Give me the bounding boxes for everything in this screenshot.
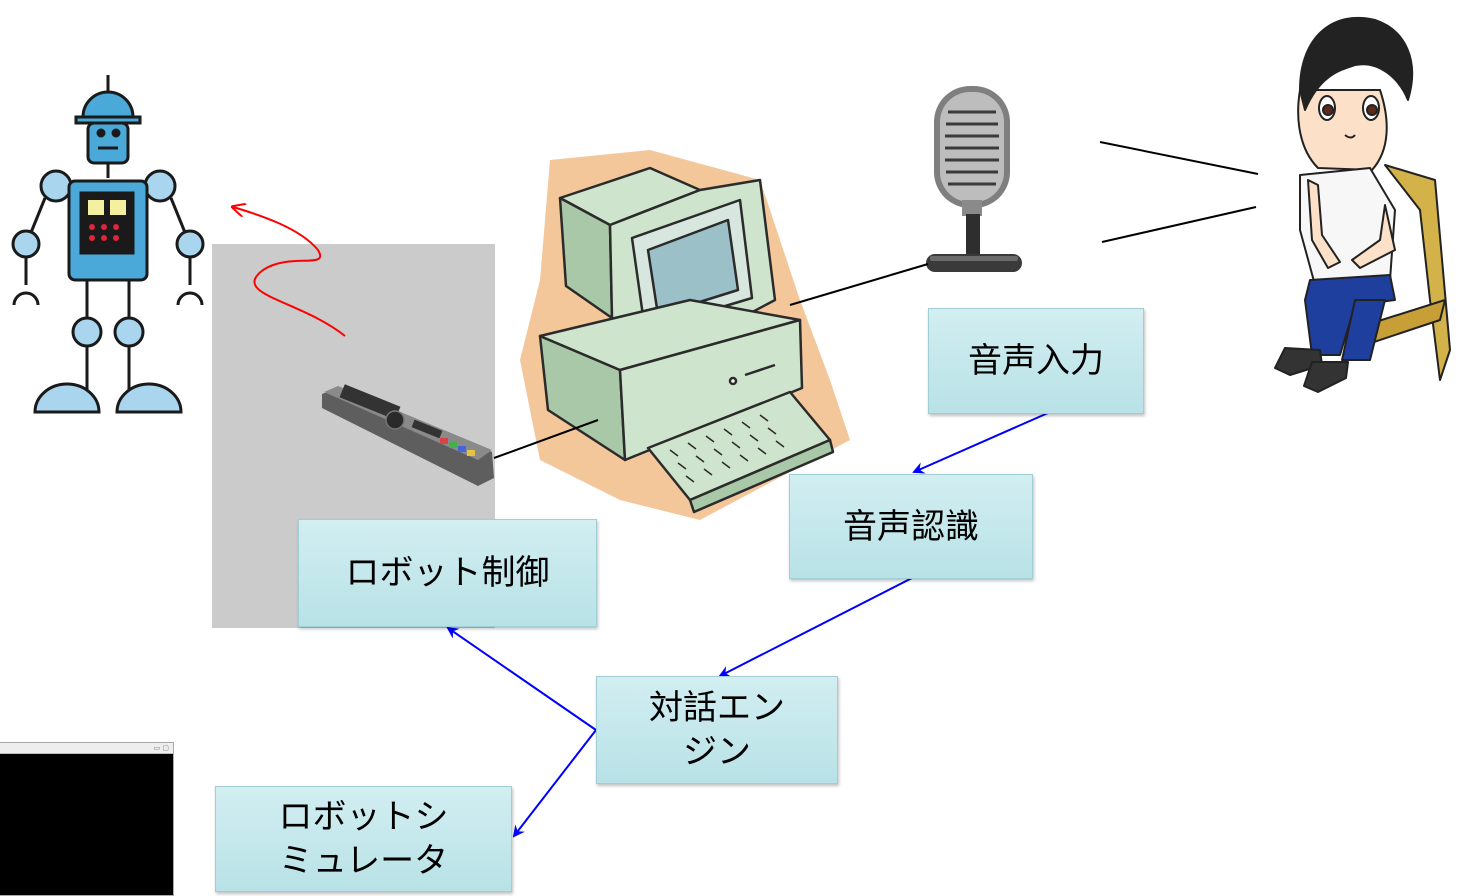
person-icon [1274, 16, 1451, 393]
robot-simulator-box: ロボットシ ミュレータ [215, 786, 512, 892]
arrow-input-to-recognition [912, 412, 1049, 474]
dialog-engine-label-line2: ジン [683, 732, 751, 772]
flow-arrows [446, 412, 1049, 838]
voice-input-box: 音声入力 [928, 308, 1144, 414]
robot-simulator-label-line1: ロボットシ [278, 797, 449, 837]
sound-line-upper [1099, 141, 1259, 175]
voice-input-label: 音声入力 [968, 341, 1104, 381]
sound-line-lower [1101, 206, 1257, 243]
arrow-engine-to-simulator [512, 729, 597, 838]
dialog-engine-box: 対話エン ジン [596, 676, 838, 784]
computer-icon [520, 150, 850, 520]
connector-computer-to-mic [789, 263, 929, 306]
simulator-window-icon: ▭ ▢ [0, 742, 174, 896]
simulator-titlebar: ▭ ▢ [0, 743, 173, 754]
robot-control-box: ロボット制御 [298, 519, 597, 627]
speech-recognition-label: 音声認識 [843, 506, 979, 547]
arrow-engine-to-control [446, 626, 597, 731]
robot-simulator-label-line2: ミュレータ [278, 841, 449, 881]
connector-lines [493, 141, 1259, 459]
dialog-engine-label-line1: 対話エン [649, 688, 785, 728]
remote-control-icon [322, 384, 494, 486]
arrow-recognition-to-engine [718, 577, 913, 677]
robot-control-label: ロボット制御 [345, 553, 550, 593]
speech-recognition-box: 音声認識 [789, 474, 1033, 579]
robot-icon [11, 75, 205, 414]
signal-arrow [233, 207, 346, 337]
connector-remote-to-computer [493, 419, 599, 459]
window-controls-icon: ▭ ▢ [153, 744, 169, 752]
microphone-icon [926, 86, 1022, 272]
